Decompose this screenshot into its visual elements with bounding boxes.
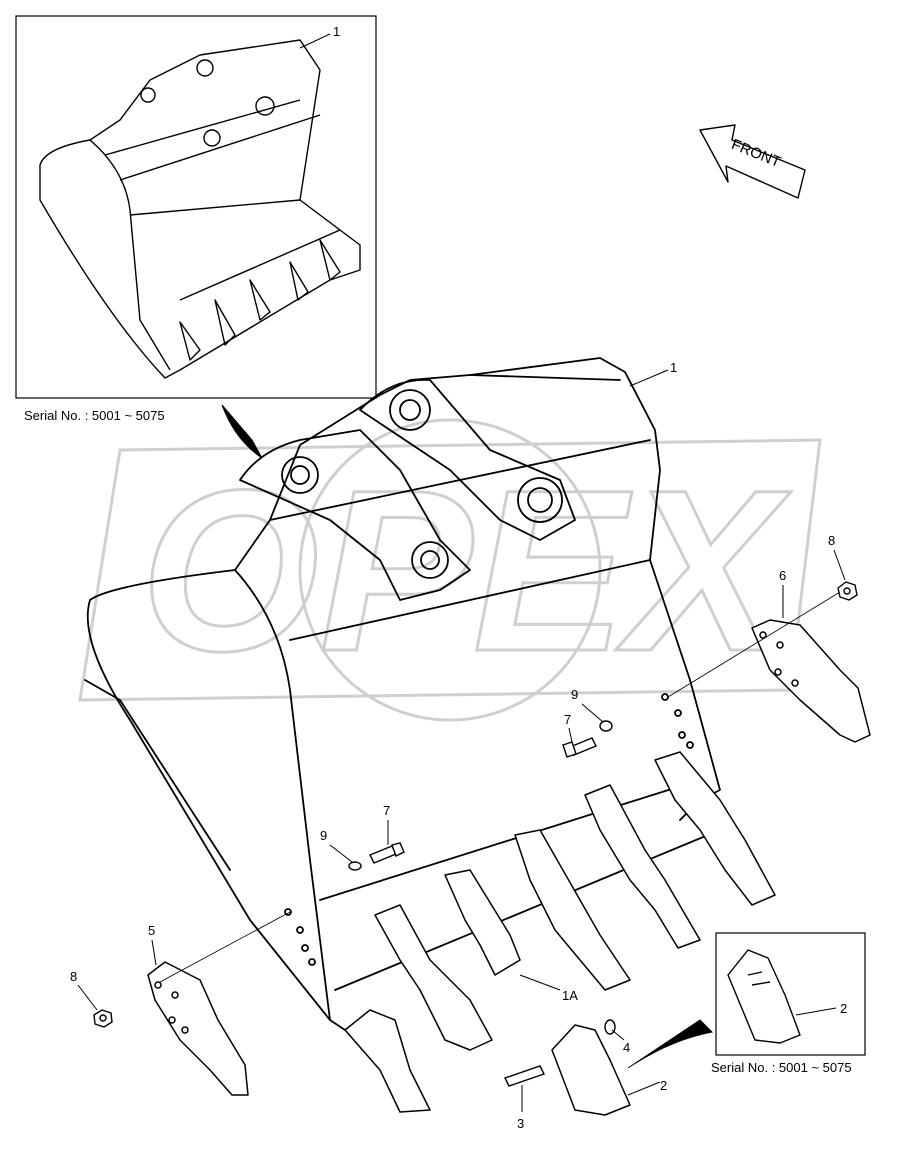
callout-nut-left: 8 <box>70 969 77 984</box>
inset-bottom-tooth <box>727 949 801 1044</box>
inset-top-frame <box>15 15 377 399</box>
inset-bottom-frame <box>715 932 866 1056</box>
callout-pin: 3 <box>517 1116 524 1131</box>
tooth-6 <box>654 751 776 906</box>
washer-right <box>599 720 613 732</box>
main-bucket <box>84 357 721 1031</box>
callout-side-cutter-left: 5 <box>148 923 155 938</box>
detached-tooth <box>551 1024 631 1116</box>
inset-top-bucket <box>39 39 361 379</box>
callout-tooth: 2 <box>660 1078 667 1093</box>
pin <box>504 1065 545 1087</box>
callout-tooth-adapter: 1A <box>562 988 578 1003</box>
bolt-right <box>562 737 597 758</box>
tooth-5 <box>584 784 701 949</box>
callout-side-cutter-right: 6 <box>779 568 786 583</box>
tooth-4 <box>514 829 631 991</box>
tooth-1 <box>344 1009 431 1113</box>
tooth-3 <box>444 869 521 976</box>
watermark-text: OPEX <box>140 442 791 699</box>
front-arrow: FRONT <box>699 124 806 199</box>
bolt-left <box>369 842 405 864</box>
leader-side-cutter-right <box>667 591 841 698</box>
callout-nut-right: 8 <box>828 533 835 548</box>
tooth-2 <box>374 904 493 1051</box>
callout-bolt-left: 7 <box>383 803 390 818</box>
watermark-gear <box>298 418 602 722</box>
washer-left <box>348 861 362 871</box>
inset-top-serial: Serial No. : 5001 ~ 5075 <box>24 408 165 423</box>
callout-lock: 4 <box>623 1040 630 1055</box>
callout-bolt-right: 7 <box>564 712 571 727</box>
inset-bottom-serial: Serial No. : 5001 ~ 5075 <box>711 1060 852 1075</box>
leader-side-cutter-left <box>159 911 291 983</box>
nut-left <box>93 1009 113 1028</box>
callout-washer-right: 9 <box>571 687 578 702</box>
inset-arrow-bottom <box>627 1019 714 1069</box>
watermark: OPEX <box>78 418 822 722</box>
callout-washer-left: 9 <box>320 828 327 843</box>
callout-bucket: 1 <box>670 360 677 375</box>
side-cutter-right <box>751 619 871 743</box>
inset-bottom-callout: 2 <box>840 1001 847 1016</box>
inset-top-callout: 1 <box>333 24 340 39</box>
side-cutter-left <box>147 961 249 1096</box>
teeth-row <box>344 751 776 1113</box>
nut-right <box>837 581 858 601</box>
